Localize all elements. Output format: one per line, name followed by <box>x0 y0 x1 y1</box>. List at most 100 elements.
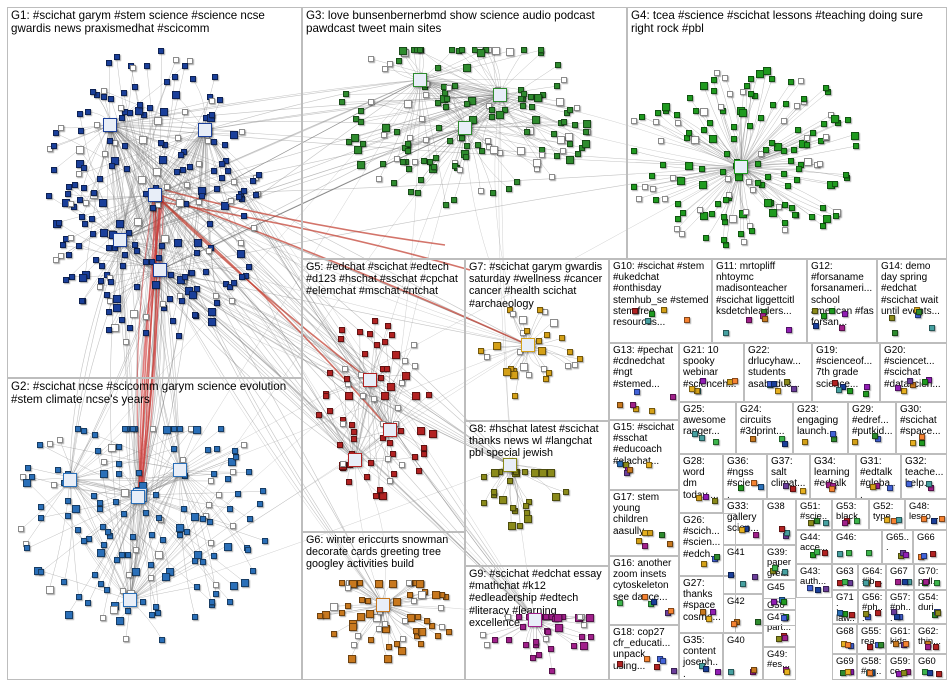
network-node <box>933 644 940 651</box>
network-node <box>218 161 225 168</box>
network-node <box>211 168 218 175</box>
network-node <box>852 143 859 150</box>
network-edge <box>101 194 156 281</box>
network-node <box>179 166 186 173</box>
network-node <box>372 317 379 324</box>
network-node <box>436 125 443 132</box>
network-edge <box>139 344 529 496</box>
network-edge <box>109 124 147 318</box>
network-node <box>572 122 579 128</box>
group-label: G53: black <box>836 500 859 522</box>
group-label: G4: tcea #science #scichat lessons #teac… <box>631 9 927 36</box>
network-node <box>701 127 708 133</box>
network-node <box>722 74 729 81</box>
network-node <box>213 186 220 193</box>
network-node <box>445 628 452 635</box>
network-node <box>171 91 180 100</box>
network-node <box>516 147 525 156</box>
network-node <box>116 443 123 450</box>
group-label: G7: #scichat garym gwardis saturday #wel… <box>469 261 606 310</box>
group-cell-g21: G21: 10 spooky webinar #scienceh... <box>679 343 744 402</box>
network-node <box>768 76 775 83</box>
network-node <box>730 124 737 131</box>
network-node <box>812 322 819 329</box>
network-node <box>459 135 466 141</box>
network-node <box>443 103 450 110</box>
network-edge <box>676 166 742 230</box>
network-node <box>123 339 130 346</box>
network-node <box>842 611 849 618</box>
network-node <box>842 310 849 317</box>
network-node <box>186 163 193 170</box>
network-node <box>382 620 389 627</box>
network-edge <box>159 94 501 271</box>
network-edge <box>369 379 381 490</box>
network-node <box>489 145 498 154</box>
network-node <box>456 167 463 174</box>
network-node <box>520 103 527 110</box>
network-edge <box>69 479 158 555</box>
group-label: G47: part... <box>767 611 791 633</box>
group-cell-g70: G70: poll... <box>914 564 947 590</box>
network-node <box>492 636 499 643</box>
network-node <box>148 531 155 538</box>
network-node <box>175 134 182 141</box>
network-node <box>199 516 206 523</box>
network-edge <box>129 522 211 601</box>
network-node <box>173 239 182 248</box>
network-node <box>140 598 147 605</box>
network-node <box>338 335 345 342</box>
network-node <box>894 578 901 585</box>
network-edge <box>129 505 210 601</box>
network-node <box>754 180 761 187</box>
network-node <box>684 316 691 323</box>
group-label: G8: #hschat latest #scichat thanks news … <box>469 423 602 460</box>
network-node <box>53 130 60 137</box>
hub-node <box>521 338 535 352</box>
group-label: G22: drlucyhaw... students asabeduc... <box>748 345 801 390</box>
network-node <box>445 84 452 91</box>
network-edge <box>154 194 384 606</box>
network-node <box>416 426 425 435</box>
group-cell-g15: G15: #scichat #sschat #educoach #elachat… <box>609 420 679 490</box>
group-label: G41 <box>727 546 745 557</box>
network-node <box>421 158 428 165</box>
group-cell-g10: G10: #scichat #stem #ukedchat #onthisday… <box>609 259 712 343</box>
group-label: G58: #sq... <box>861 655 882 679</box>
network-node <box>638 113 645 120</box>
network-node <box>635 195 642 202</box>
network-node <box>381 392 390 401</box>
network-edge <box>419 79 742 168</box>
network-node <box>229 582 238 591</box>
group-label: G44: acce... <box>800 531 828 553</box>
network-node <box>113 54 120 61</box>
network-node <box>378 492 387 501</box>
network-node <box>208 318 217 327</box>
network-node <box>566 156 575 165</box>
group-label: G15: #scichat #sschat #educoach #elachat… <box>613 422 677 467</box>
network-node <box>240 187 247 194</box>
network-edge <box>359 127 466 164</box>
network-node <box>195 198 202 205</box>
network-edge <box>106 494 141 591</box>
network-edge <box>88 496 139 604</box>
network-node <box>183 182 190 189</box>
group-cell-g11: G11: mrtopliff nhtoymc madisonteacher #s… <box>712 259 807 343</box>
network-node <box>99 262 106 269</box>
network-node <box>90 492 97 499</box>
network-node <box>402 372 411 381</box>
network-edge <box>405 79 421 163</box>
network-edge <box>129 464 511 601</box>
network-node <box>877 641 884 648</box>
network-node <box>130 310 139 319</box>
network-edge <box>204 129 536 621</box>
network-edge <box>154 194 529 346</box>
network-node <box>225 476 232 483</box>
network-node <box>747 122 754 129</box>
network-edge <box>159 269 511 466</box>
network-node <box>571 362 578 369</box>
network-node <box>361 351 368 358</box>
network-node <box>822 549 829 556</box>
network-node <box>634 389 641 396</box>
network-node <box>71 505 80 514</box>
